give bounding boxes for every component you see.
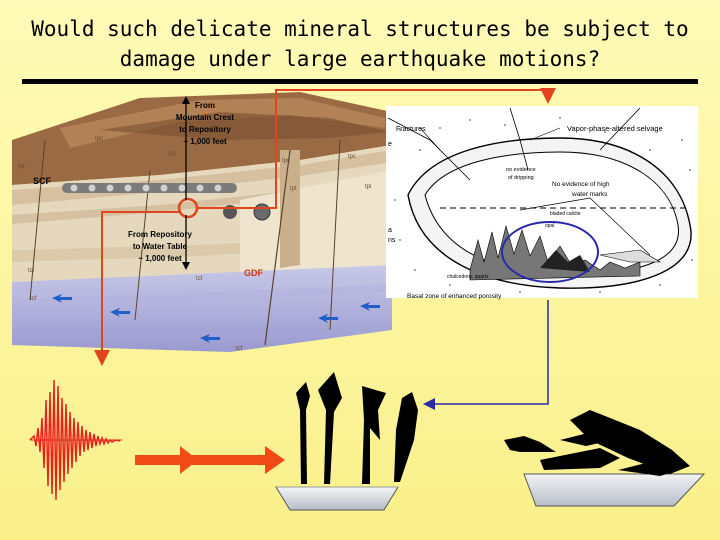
- fractures-label: Fractures: [396, 126, 426, 133]
- unit-label-tpl: tpl: [365, 184, 371, 190]
- tunnel-portal-2: [253, 203, 271, 221]
- no-dripping-label-1: no evidence: [506, 167, 536, 173]
- watertable-label-2: to Water Table: [133, 242, 188, 251]
- unit-label-tcf-2: tcf: [196, 276, 203, 282]
- delicate-structures-circle: [501, 221, 599, 283]
- cavity-edge-label-ns: ns: [388, 237, 396, 244]
- cavity-edge-label-a: a: [388, 227, 392, 234]
- unit-label-tpc: tpc: [95, 136, 103, 142]
- high-water-label-2: water marks: [571, 191, 608, 198]
- geologic-block-diagram: From Mountain Crest to Repository ~ 1,00…: [12, 92, 392, 352]
- opal-label: opal: [545, 223, 554, 229]
- connector-cavity-to-crystals: [423, 300, 549, 410]
- high-water-label-1: No evidence of high: [552, 181, 610, 188]
- rock-texture: [394, 117, 693, 293]
- unit-label-tpt-2: tpt: [290, 186, 297, 192]
- upright-crystals: [275, 372, 418, 511]
- unit-label-tpc-2: tpc: [168, 151, 176, 157]
- seismogram-trace: [29, 379, 121, 501]
- crest-label-2: Mountain Crest: [176, 113, 235, 122]
- unit-label-tpc-3: tpc: [282, 158, 290, 164]
- chalcedony-label: chalcedony, quartz: [447, 274, 489, 280]
- crest-label-1: From: [195, 101, 215, 110]
- saturated-zone: [12, 265, 392, 352]
- unit-label-tpt: tpt: [18, 164, 25, 170]
- groundwater-flow-arrows: [52, 294, 380, 343]
- unit-label-tcf-3: tcf: [30, 296, 37, 302]
- unit-label-tpc-4: tpc: [348, 154, 356, 160]
- unit-label-tcf-4: tcf: [236, 346, 243, 352]
- gdf-label: GDF: [244, 268, 264, 278]
- cavity-cross-section: Fractures Vapor-phase-altered selvage no…: [386, 106, 698, 300]
- no-dripping-label-2: of dripping: [508, 175, 534, 181]
- calcite-label: bladed calcite: [550, 211, 581, 217]
- connector-repository-to-seismogram: [94, 210, 181, 366]
- slide-title: Would such delicate mineral structures b…: [0, 14, 720, 74]
- scf-label: SCF: [33, 176, 52, 186]
- slide-title-line-1: Would such delicate mineral structures b…: [31, 17, 689, 41]
- connector-repository-to-cavity: [196, 88, 556, 209]
- slide-title-line-2: damage under large earthquake motions?: [119, 47, 601, 71]
- broken-crystals: [504, 410, 706, 507]
- basal-zone-label: Basal zone of enhanced porosity: [407, 293, 502, 300]
- cavity-edge-label-e: e: [388, 141, 392, 148]
- selvage-label: Vapor-phase-altered selvage: [567, 124, 663, 133]
- watertable-label-1: From Repository: [128, 230, 193, 239]
- title-divider: [22, 79, 698, 84]
- crest-label-3: to Repository: [179, 125, 231, 134]
- watertable-label-3: ~ 1,000 feet: [138, 254, 182, 263]
- unit-label-tcf: tcf: [28, 268, 35, 274]
- crest-label-4: ~ 1,000 feet: [183, 137, 227, 146]
